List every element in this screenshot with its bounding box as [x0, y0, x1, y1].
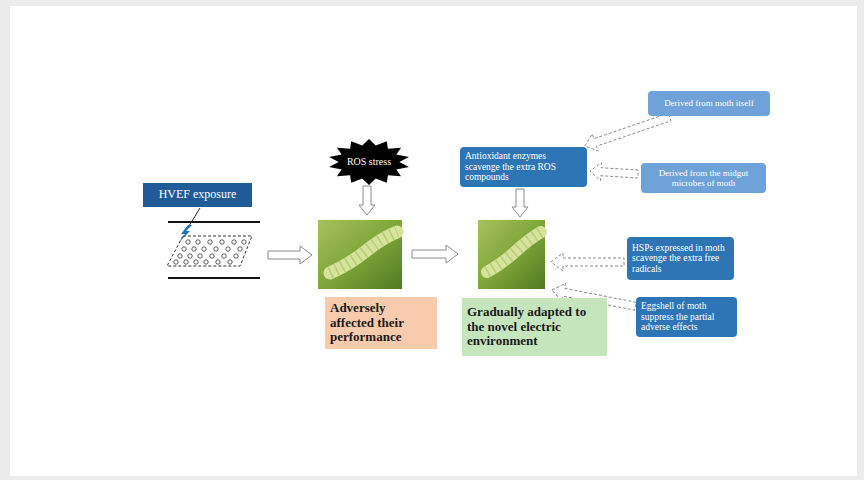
stress-burst: ROS stress — [328, 139, 410, 185]
caterpillar-photo — [478, 220, 545, 289]
egg-tray — [167, 236, 252, 266]
node-text: Derived from the midgut microbes of moth — [646, 168, 761, 188]
flow-arrow — [551, 253, 624, 271]
flow-arrow — [412, 245, 458, 263]
hollow-arrow — [585, 113, 671, 151]
outcome-box: Adversely affected their performance — [325, 297, 437, 349]
process-box: HVEF exposure — [143, 183, 252, 207]
flow-arrow — [268, 246, 312, 264]
mechanism-box: Antioxidant enzymes scavenge the extra R… — [460, 147, 587, 187]
node-text: Adversely affected their performance — [330, 301, 432, 345]
burst-outline — [329, 139, 409, 185]
caterpillar-photo — [318, 220, 402, 289]
node-text: Eggshell of moth suppress the partial ad… — [641, 301, 732, 333]
eggs — [174, 240, 246, 264]
mechanism-box: HSPs expressed in moth scavenge the extr… — [627, 237, 734, 280]
flow-arrow — [359, 186, 375, 215]
hollow-arrow — [590, 163, 638, 181]
node-text: Derived from moth itself — [653, 98, 765, 108]
panel — [10, 6, 857, 476]
node-text: Gradually adapted to the novel electric … — [467, 305, 602, 349]
lightning-symbol — [178, 225, 192, 243]
node-text: HVEF exposure — [148, 188, 247, 201]
outcome-box: Gradually adapted to the novel electric … — [462, 298, 607, 356]
source-box: Derived from the midgut microbes of moth — [641, 163, 766, 193]
node-text: ROS stress — [340, 156, 398, 167]
source-box: Derived from moth itself — [648, 91, 770, 116]
node-text: HSPs expressed in moth scavenge the extr… — [632, 243, 729, 275]
flow-arrow — [512, 189, 528, 217]
leader-line — [189, 208, 200, 226]
node-text: Antioxidant enzymes scavenge the extra R… — [465, 151, 582, 183]
electrode-plate — [168, 221, 260, 223]
mechanism-box: Eggshell of moth suppress the partial ad… — [636, 297, 737, 337]
electrode-plate — [168, 277, 260, 279]
